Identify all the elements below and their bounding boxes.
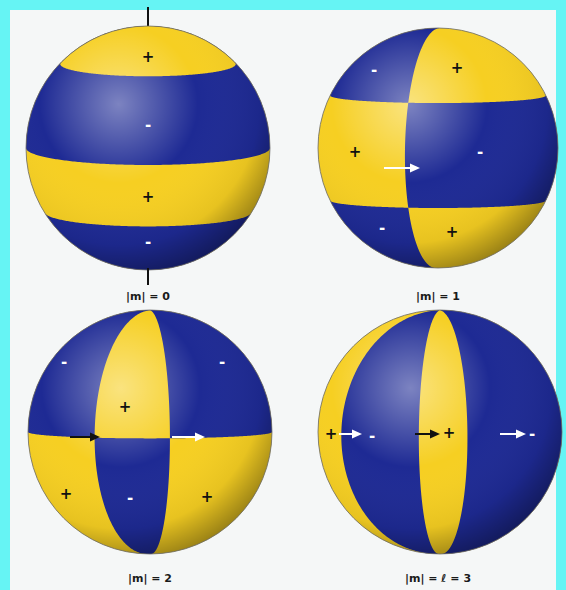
sign-symbol: - [127, 491, 133, 506]
sign-symbol: - [145, 235, 151, 250]
arrow-shaft [172, 436, 197, 438]
arrow-head [352, 430, 362, 439]
sign-symbol: + [119, 400, 132, 415]
sign-symbol: + [142, 190, 155, 205]
sign-symbol: - [145, 118, 151, 133]
arrow-head [410, 164, 420, 173]
sphere-base [318, 28, 558, 268]
sphere-group [26, 26, 562, 554]
arrow-head [430, 430, 440, 439]
sign-symbol: - [379, 221, 385, 236]
sphere-shading [28, 310, 272, 554]
sign-symbol: + [446, 225, 459, 240]
sign-symbol: - [369, 429, 375, 444]
order-caption: |m| = 1 [416, 291, 460, 302]
harmonic-sphere [318, 310, 562, 554]
arrow-shaft [500, 433, 518, 435]
arrow-head [516, 430, 526, 439]
sign-symbol: + [325, 427, 338, 442]
sign-symbol: + [201, 490, 214, 505]
sphere-shading [318, 28, 558, 268]
harmonic-sphere [28, 310, 272, 554]
sign-symbol: + [60, 487, 73, 502]
order-caption: |m| = 2 [128, 573, 172, 584]
sign-symbol: - [371, 63, 377, 78]
sign-symbol: + [443, 426, 456, 441]
sign-symbol: - [529, 427, 535, 442]
pole-tick [147, 7, 149, 28]
pole-tick [147, 268, 149, 285]
arrow-shaft [415, 433, 432, 435]
sign-symbol: - [477, 145, 483, 160]
sign-symbol: - [61, 355, 67, 370]
sphere-shading [318, 310, 562, 554]
arrow-shaft [70, 436, 92, 438]
arrow-shaft [339, 433, 354, 435]
arrow-shaft [384, 167, 412, 169]
sign-symbol: + [142, 50, 155, 65]
sign-symbol: + [451, 61, 464, 76]
order-caption: |m| = 0 [126, 291, 170, 302]
arrow-head [90, 433, 100, 442]
order-caption: |m| = ℓ = 3 [405, 573, 471, 584]
sphere-base [318, 310, 562, 554]
sphere-base [26, 26, 270, 270]
arrow-head [195, 433, 205, 442]
rotation-arrows [70, 164, 526, 442]
harmonic-sphere [318, 28, 558, 268]
sign-symbol: - [219, 355, 225, 370]
sphere-shading [26, 26, 270, 270]
harmonic-sphere [26, 26, 270, 270]
sphere-base [28, 310, 272, 554]
sign-symbol: + [349, 145, 362, 160]
